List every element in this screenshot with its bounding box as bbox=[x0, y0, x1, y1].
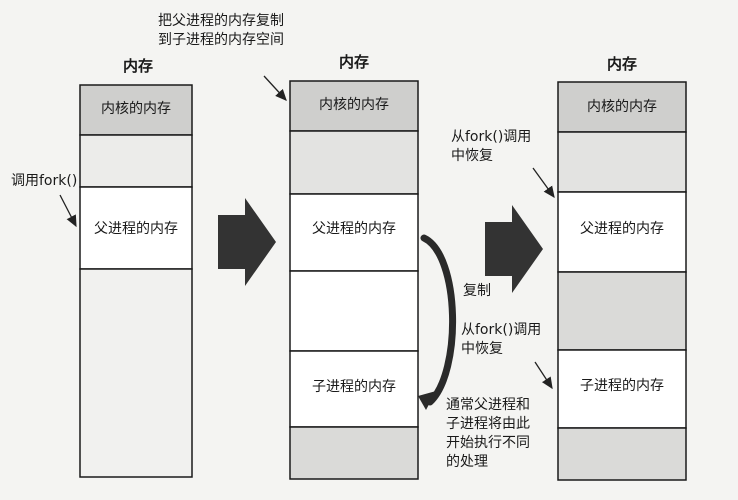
kernel-memory-label: 内核的内存 bbox=[587, 99, 657, 115]
unused-memory-block bbox=[289, 130, 419, 195]
unused-memory-block bbox=[557, 131, 687, 193]
copy-curve-arrow bbox=[420, 234, 457, 406]
kernel-memory-label: 内核的内存 bbox=[319, 97, 389, 113]
child-memory-block bbox=[557, 349, 687, 429]
call-fork-note: 调用fork() bbox=[11, 173, 78, 189]
free-memory-block bbox=[79, 268, 193, 478]
parent-memory-label: 父进程的内存 bbox=[94, 221, 178, 237]
shaded-memory-block bbox=[557, 271, 687, 351]
memory-column-2 bbox=[289, 80, 419, 480]
pointer-call-fork bbox=[59, 194, 77, 228]
column-title: 内存 bbox=[122, 57, 154, 75]
kernel-memory-label: 内核的内存 bbox=[101, 101, 171, 117]
child-memory-label: 子进程的内存 bbox=[312, 379, 396, 395]
return-parent-note: 从fork()调用 中恢复 bbox=[451, 129, 532, 164]
step-arrow-2 bbox=[485, 205, 543, 293]
parent-memory-block bbox=[289, 193, 419, 272]
memory-column-3 bbox=[557, 81, 687, 481]
kernel-memory-block bbox=[289, 80, 419, 132]
return-child-note: 从fork()调用 中恢复 bbox=[461, 322, 542, 357]
child-memory-label: 子进程的内存 bbox=[580, 378, 664, 394]
column-title: 内存 bbox=[338, 53, 370, 71]
bottom-memory-block bbox=[557, 427, 687, 481]
parent-memory-label: 父进程的内存 bbox=[312, 221, 396, 237]
child-divergence-note: 通常父进程和 子进程将由此 开始执行不同 的处理 bbox=[446, 397, 530, 470]
free-memory-block bbox=[289, 270, 419, 352]
bottom-memory-block bbox=[289, 426, 419, 480]
parent-memory-block bbox=[79, 186, 193, 270]
pointer-return-child bbox=[534, 361, 553, 390]
kernel-memory-block bbox=[557, 81, 687, 133]
step-arrow-1 bbox=[218, 198, 276, 286]
copy-label: 复制 bbox=[463, 283, 491, 299]
pointer-return-parent bbox=[532, 167, 555, 199]
unused-memory-block bbox=[79, 134, 193, 188]
pointer-copy-note bbox=[263, 75, 287, 101]
memory-column-1 bbox=[79, 84, 193, 478]
copy-curve-arrowhead bbox=[418, 391, 436, 410]
copy-memory-note: 把父进程的内存复制 到子进程的内存空间 bbox=[158, 13, 284, 48]
parent-memory-label: 父进程的内存 bbox=[580, 221, 664, 237]
kernel-memory-block bbox=[79, 84, 193, 136]
column-title: 内存 bbox=[606, 55, 638, 73]
